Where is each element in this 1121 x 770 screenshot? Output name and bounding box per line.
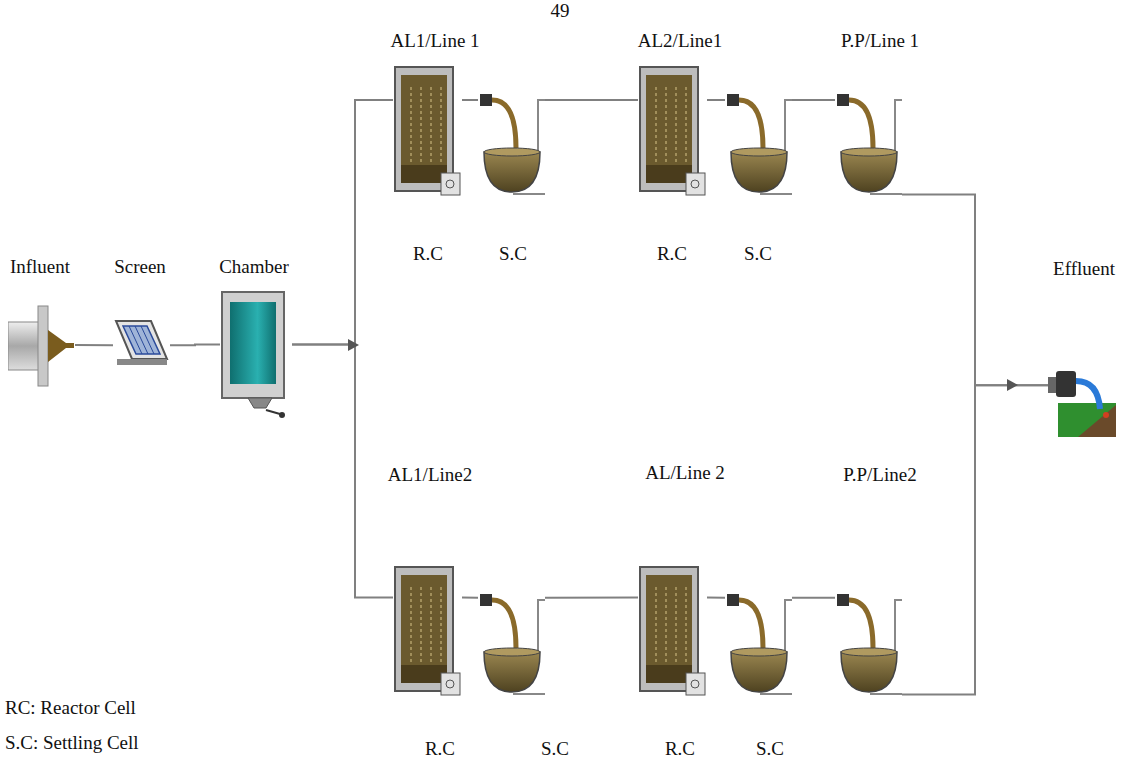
node-label: R.C: [665, 738, 695, 760]
node-label: P.P/Line2: [843, 464, 916, 486]
page-number: 49: [551, 0, 570, 22]
node-label: P.P/Line 1: [841, 30, 919, 52]
node-label: R.C: [413, 243, 443, 265]
screen-node: Screen: [113, 315, 170, 368]
node-label: Effluent: [1053, 258, 1115, 280]
pipe-connector: [707, 596, 725, 598]
reactor-node: AL/Line 2R.C: [638, 565, 707, 700]
pipe-connector: [902, 195, 1048, 386]
effluent-outfall-icon: [1048, 365, 1118, 440]
settler-node: P.P/Line2: [835, 590, 902, 700]
pipe-connector: [170, 344, 220, 347]
legend-note: S.C: Settling Cell: [5, 732, 139, 754]
pipe-connector: [902, 385, 1048, 694]
screen-icon: [113, 315, 170, 368]
reactor-cell-icon: [638, 65, 707, 200]
legend-note: RC: Reactor Cell: [5, 697, 136, 719]
reactor-node: AL1/Line2R.C: [393, 565, 462, 700]
pipe-connector: [462, 99, 478, 101]
pipe-connector: [462, 596, 478, 598]
node-label: AL2/Line1: [638, 30, 722, 52]
split-arrow: [348, 339, 359, 351]
pipe-node: Influent: [8, 300, 75, 392]
settler-node: P.P/Line 1: [835, 90, 902, 200]
settling-cell-icon: [478, 590, 545, 700]
node-label: AL1/Line2: [388, 464, 472, 486]
node-label: S.C: [744, 243, 772, 265]
node-label: Influent: [10, 256, 70, 278]
pipe-connector: [75, 344, 113, 346]
pipe-connector: [292, 100, 393, 345]
influent-pipe-icon: [8, 300, 75, 392]
node-label: R.C: [657, 243, 687, 265]
node-label: R.C: [425, 738, 455, 760]
pipe-connector: [707, 99, 725, 101]
reactor-cell-icon: [393, 565, 462, 700]
settler-node: S.C: [478, 90, 545, 200]
node-label: S.C: [541, 738, 569, 760]
pipe-connector: [792, 99, 835, 101]
settling-cell-icon: [835, 90, 902, 200]
chamber-node: Chamber: [220, 290, 292, 420]
pipe-connector: [545, 596, 638, 598]
reactor-cell-icon: [638, 565, 707, 700]
settler-node: S.C: [478, 590, 545, 700]
settling-cell-icon: [725, 590, 792, 700]
settling-cell-icon: [835, 590, 902, 700]
chamber-icon: [220, 290, 292, 420]
node-label: S.C: [756, 738, 784, 760]
reactor-node: AL1/Line 1R.C: [393, 65, 462, 200]
pipe-connector: [792, 597, 835, 599]
node-label: AL/Line 2: [645, 462, 725, 484]
node-label: S.C: [499, 243, 527, 265]
node-label: AL1/Line 1: [390, 30, 479, 52]
effluent-node: Effluent: [1048, 365, 1118, 440]
reactor-node: AL2/Line1R.C: [638, 65, 707, 200]
settler-node: S.C: [725, 90, 792, 200]
reactor-cell-icon: [393, 65, 462, 200]
node-label: Chamber: [219, 256, 289, 278]
pipe-connector: [545, 99, 638, 101]
settling-cell-icon: [725, 90, 792, 200]
merge-arrow: [1007, 379, 1018, 391]
settling-cell-icon: [478, 90, 545, 200]
settler-node: S.C: [725, 590, 792, 700]
pipe-connector: [292, 345, 393, 598]
node-label: Screen: [114, 256, 166, 278]
